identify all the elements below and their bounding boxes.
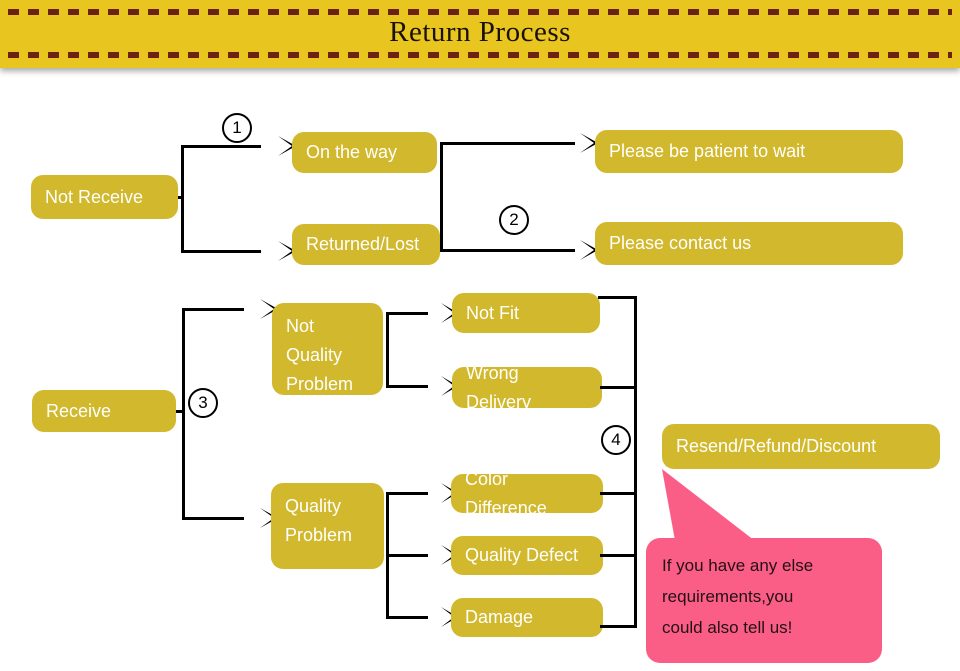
connector-wrong-delivery-to-resolution: [600, 386, 637, 389]
step-badge-2: 2: [499, 205, 529, 235]
connector-not-quality-to-not-fit: [386, 312, 428, 315]
connector-color-difference-to-resolution: [600, 492, 637, 495]
connector-outcomes-bracket: [440, 142, 443, 252]
connector-not-quality-to-wrong-delivery: [386, 385, 428, 388]
header-banner: Return Process: [0, 0, 960, 68]
node-on-the-way[interactable]: On the way: [292, 132, 437, 173]
connector-receive-stem: [176, 410, 185, 413]
node-resend-refund-discount[interactable]: Resend/Refund/Discount: [662, 424, 940, 469]
node-not-receive[interactable]: Not Receive: [31, 175, 178, 219]
banner-dashed-line-bottom: [8, 52, 952, 58]
node-color-difference[interactable]: Color Difference: [451, 469, 603, 518]
node-wrong-delivery[interactable]: Wrong Delivery: [452, 363, 602, 412]
page-title: Return Process: [389, 16, 571, 48]
node-please-be-patient-to-wait[interactable]: Please be patient to wait: [595, 130, 903, 173]
callout-message: If you have any else requirements,you co…: [646, 538, 882, 663]
connector-to-please-contact-us: [440, 249, 575, 252]
node-receive[interactable]: Receive: [32, 390, 176, 432]
connector-quality-to-quality-defect: [386, 554, 428, 557]
connector-not-receive-to-on-the-way: [181, 145, 261, 148]
connector-receive-to-quality: [182, 517, 244, 520]
step-badge-3: 3: [188, 388, 218, 418]
connector-damage-to-resolution: [600, 625, 637, 628]
connector-quality-to-damage: [386, 616, 428, 619]
node-quality-problem[interactable]: Quality Problem: [271, 483, 384, 569]
connector-resolution-bracket: [634, 296, 637, 628]
connector-quality-to-color-difference: [386, 492, 428, 495]
node-quality-defect[interactable]: Quality Defect: [451, 536, 603, 575]
connector-to-please-be-patient: [440, 142, 575, 145]
node-not-fit[interactable]: Not Fit: [452, 293, 600, 333]
connector-not-receive-bracket: [181, 145, 184, 253]
callout-tail: [648, 465, 778, 565]
step-badge-1: 1: [222, 113, 252, 143]
connector-not-fit-to-resolution: [598, 296, 637, 299]
connector-not-quality-bracket: [386, 312, 389, 388]
node-please-contact-us[interactable]: Please contact us: [595, 222, 903, 265]
connector-receive-to-not-quality: [182, 308, 244, 311]
connector-receive-bracket: [182, 308, 185, 520]
node-damage[interactable]: Damage: [451, 598, 603, 637]
step-badge-4: 4: [601, 425, 631, 455]
node-returned-lost[interactable]: Returned/Lost: [292, 224, 440, 265]
connector-not-receive-to-returned-lost: [181, 250, 261, 253]
banner-dashed-line-top: [8, 9, 952, 15]
node-not-quality-problem[interactable]: Not Quality Problem: [272, 303, 383, 395]
connector-quality-defect-to-resolution: [600, 554, 637, 557]
